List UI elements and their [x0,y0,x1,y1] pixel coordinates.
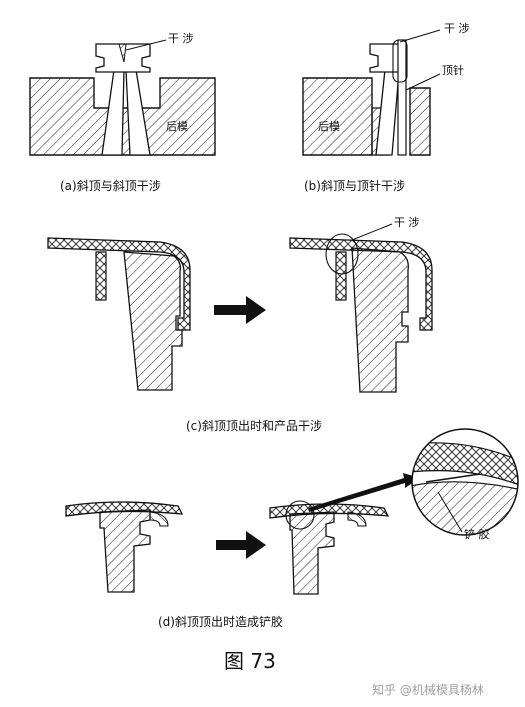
lifter-d2 [289,511,335,595]
arrow-d [216,531,266,559]
figure-label: 图 73 [224,649,276,673]
panel-c-right: 干 涉 [289,215,433,393]
panel-c-left [47,237,191,391]
mold-block-b [302,77,431,156]
interference-label-b: 干 涉 [444,21,470,35]
interference-label-c: 干 涉 [394,215,420,229]
rib-c1 [95,251,107,301]
caption-a: (a)斜顶与斜顶干涉 [60,179,161,193]
magnified-detail-d: 铲 胶 [411,428,519,541]
caption-d: (d)斜顶顶出时造成铲胶 [158,614,283,629]
watermark: 知乎 @机械模具杨林 [372,682,484,697]
hook-d2 [347,511,367,527]
ejector-pin-b [397,39,407,156]
mold-label-a: 后模 [166,120,188,133]
mold-label-b: 后模 [318,120,340,133]
panel-d-right [269,473,420,595]
lifter-d1 [99,509,151,593]
interference-label-a: 干 涉 [168,31,194,45]
rib-c2 [335,251,347,301]
zoom-arrow-d [308,473,420,512]
product-shell-c2 [289,237,433,331]
pin-label-b: 顶针 [442,63,464,77]
scrape-label-d: 铲 胶 [464,527,490,541]
lifter-c1 [123,251,183,391]
caption-b: (b)斜顶与顶针干涉 [304,178,405,193]
arrow-c [214,296,266,324]
panel-a: 干 涉 后模 (a)斜顶与斜顶干涉 [29,31,216,193]
panel-d-left [65,501,184,593]
caption-c: (c)斜顶顶出时和产品干涉 [186,419,322,433]
panel-b: 干 涉 顶针 后模 (b)斜顶与顶针干涉 [302,21,470,193]
product-plate-d1 [65,501,184,517]
hook-d1 [149,511,169,527]
product-shell-c1 [47,237,191,331]
lifter-c2 [351,247,409,393]
